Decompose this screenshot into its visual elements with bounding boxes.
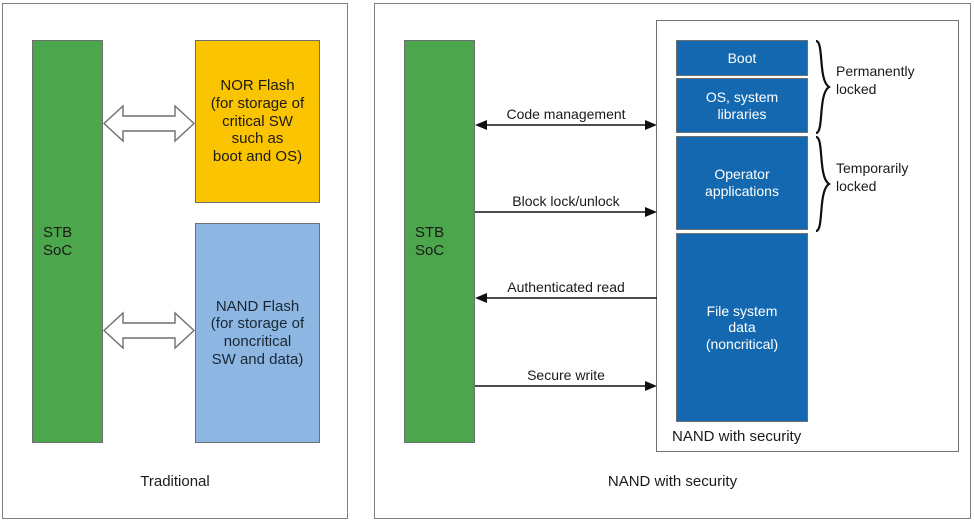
temporarily-locked-brace-icon — [813, 136, 833, 232]
partition-fs-line2: data — [728, 319, 756, 336]
partition-fs-line3: (noncritical) — [705, 335, 779, 352]
nand-line-2: (for storage of — [210, 315, 305, 333]
secure-write-label: Secure write — [527, 367, 605, 383]
soc-to-nand-double-arrow-icon — [103, 311, 195, 350]
permanently-locked-label: Permanently locked — [836, 63, 915, 98]
nor-line-3: critical SW — [222, 112, 293, 130]
nor-line-4: such as — [231, 130, 284, 148]
partition-boot: Boot — [676, 40, 808, 76]
secure-write-arrow-icon — [475, 381, 657, 391]
nor-flash-block: NOR Flash (for storage of critical SW su… — [195, 40, 320, 203]
stb-soc-line1: STB — [43, 223, 73, 241]
partition-os-line2: libraries — [717, 105, 767, 122]
authenticated-read-arrow-icon — [475, 293, 657, 303]
partition-os-label: OS, system libraries — [706, 89, 778, 122]
partition-fs-label: File system data (noncritical) — [706, 303, 778, 353]
soc-to-nor-double-arrow-icon — [103, 104, 195, 143]
stb-soc-block-secure: STB SoC — [404, 40, 475, 443]
nand-line-3: noncritical — [223, 333, 292, 350]
stb-soc-secure-line1: STB — [415, 223, 445, 241]
nand-flash-block: NAND Flash (for storage of noncritical S… — [195, 223, 320, 443]
nor-line-5: boot and OS) — [212, 148, 303, 166]
nand-with-security-device-label: NAND with security — [672, 428, 802, 445]
stb-soc-label-secure: STB SoC — [415, 224, 444, 259]
stb-soc-line2: SoC — [43, 241, 73, 259]
temporarily-locked-label: Temporarily locked — [836, 160, 908, 195]
nand-flash-label: NAND Flash (for storage of noncritical S… — [211, 298, 304, 369]
block-lock-unlock-arrow-icon — [475, 207, 657, 217]
nor-line-2: (for storage of — [210, 94, 305, 112]
nor-line-1: NOR Flash — [220, 77, 295, 95]
stb-soc-secure-line2: SoC — [415, 241, 445, 259]
partition-file-system-data: File system data (noncritical) — [676, 233, 808, 422]
code-management-label: Code management — [506, 106, 626, 122]
partition-os-line1: OS, system — [705, 88, 779, 105]
permanently-locked-line1: Permanently — [836, 63, 915, 79]
partition-fs-line1: File system — [706, 302, 778, 319]
partition-boot-label: Boot — [727, 49, 757, 66]
permanently-locked-line2: locked — [836, 80, 877, 97]
partition-ops-line2: applications — [705, 183, 779, 199]
nand-line-4: SW and data) — [211, 350, 304, 368]
nand-line-1: NAND Flash — [215, 297, 300, 315]
caption-nand-with-security: NAND with security — [607, 473, 738, 490]
caption-traditional: Traditional — [140, 473, 210, 490]
permanently-locked-brace-icon — [813, 40, 833, 134]
block-lock-unlock-label: Block lock/unlock — [512, 193, 620, 209]
partition-ops-label: Operator applications — [705, 166, 779, 199]
authenticated-read-label: Authenticated read — [507, 279, 625, 295]
partition-os-system-libraries: OS, system libraries — [676, 78, 808, 133]
nor-flash-label: NOR Flash (for storage of critical SW su… — [211, 77, 304, 165]
partition-ops-line1: Operator — [714, 166, 770, 183]
temporarily-locked-line1: Temporarily — [836, 160, 909, 176]
stb-soc-label-traditional: STB SoC — [43, 224, 72, 259]
partition-operator-applications: Operator applications — [676, 136, 808, 230]
stb-soc-block-traditional: STB SoC — [32, 40, 103, 443]
code-management-arrow-icon — [475, 120, 657, 130]
temporarily-locked-line2: locked — [836, 177, 877, 194]
